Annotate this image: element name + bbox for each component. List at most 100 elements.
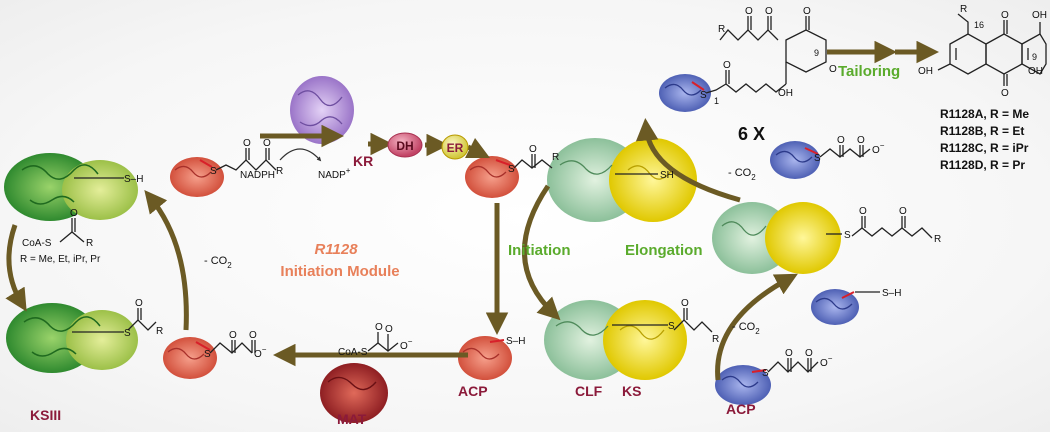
label-dh: DH (396, 139, 413, 153)
atom-r-acyl-center: R (552, 152, 559, 163)
arrow-elongation-up (715, 273, 798, 381)
label-kr: KR (353, 153, 373, 169)
label-r-options: R = Me, Et, iPr, Pr (20, 254, 101, 265)
atom-r-aq: R (960, 4, 967, 15)
atom-s-elongation: S (844, 230, 851, 241)
atom-s-ksiii: S (124, 328, 131, 339)
label-six-x: 6 X (738, 124, 765, 144)
atom-s-polyketide: S (700, 90, 707, 101)
chem-bonds (59, 13, 1047, 373)
er-badge (441, 134, 469, 160)
atom-o-malonyl-right-1: O (785, 348, 793, 359)
atom-r-elongation: R (934, 234, 941, 245)
label-ksiii-sh: S–H (124, 174, 143, 185)
atom-r-ks-bottom: R (712, 334, 719, 345)
atom-o-keto-2: O (263, 138, 271, 149)
acp-blue-malonyl (770, 141, 820, 179)
atom-r-keto: R (276, 166, 283, 177)
atom-r-pk: R (718, 24, 725, 35)
mat-protein (320, 363, 388, 423)
atom-ominus-malonyl: O− (254, 345, 267, 360)
arrow-decarboxylation-left (144, 190, 189, 331)
atom-s-acyl-center: S (508, 164, 515, 175)
minus-co2-right: - CO2 (732, 321, 760, 336)
clf-ks-protein-elongation (712, 202, 841, 274)
label-coa-s-acyl: CoA-S (22, 238, 52, 249)
label-acp-holo-sh: S–H (882, 288, 901, 299)
atom-o-pk-4: O (803, 6, 811, 17)
label-nadph: NADPH (240, 170, 275, 181)
label-elongation: Elongation (625, 242, 703, 259)
atom-o-ks-bottom: O (681, 298, 689, 309)
atom-o-pk-5: O (829, 64, 837, 75)
atom-o-malonyl-2: O (249, 330, 257, 341)
minus-co2-top: - CO2 (728, 167, 756, 182)
atom-ominus-malonyl-right: O− (820, 354, 833, 369)
acp-blue-top (659, 74, 711, 112)
product-r1128b: R1128B, R = Et (940, 124, 1024, 138)
module-subtitle: Initiation Module (280, 263, 399, 280)
label-ksiii: KSIII (30, 407, 61, 423)
acp-red-bottom-center (458, 336, 512, 380)
atom-o-elongation-1: O (859, 206, 867, 217)
atom-oh-aq-3: OH (1028, 66, 1043, 77)
label-acp-sh: S–H (506, 336, 525, 347)
atom-ominus-coa: O− (400, 337, 413, 352)
atom-o-pk-1: O (723, 60, 731, 71)
label-tailoring: Tailoring (838, 63, 900, 80)
label-c1: 1 (714, 96, 719, 106)
atom-o-malonyl-6x-1: O (837, 135, 845, 146)
label-c9-aq: 9 (1032, 52, 1037, 62)
atom-oh-aq-1: OH (1032, 10, 1047, 21)
atom-oh-aq-2: OH (918, 66, 933, 77)
atom-o-acyl-center: O (529, 144, 537, 155)
product-r1128c: R1128C, R = iPr (940, 141, 1029, 155)
arrow-elongation-back (635, 118, 741, 203)
ppant-arms (195, 81, 855, 373)
atom-o-coa-1: O (375, 322, 383, 333)
product-r1128a: R1128A, R = Me (940, 107, 1029, 121)
acp-red-bottom-left (163, 337, 217, 379)
atom-o-aq-2: O (1001, 88, 1009, 99)
label-acp-right: ACP (726, 401, 756, 417)
nadph-curve (279, 148, 322, 162)
product-r1128d: R1128D, R = Pr (940, 158, 1025, 172)
label-er: ER (447, 141, 464, 155)
module-name: R1128 (314, 241, 358, 258)
label-clf: CLF (575, 383, 603, 399)
atom-ominus-malonyl-6x: O− (872, 141, 885, 156)
dh-badge (387, 132, 423, 158)
ksiii-protein-bottom (6, 303, 138, 373)
acp-red-top-left (170, 157, 224, 197)
label-ks: KS (622, 383, 641, 399)
atom-o-elongation-2: O (899, 206, 907, 217)
label-initiation: Initiation (508, 242, 571, 259)
label-ks-sh: SH (660, 170, 674, 181)
clf-ks-protein-top (547, 138, 697, 222)
cycle-arrows (5, 40, 939, 381)
minus-co2-left: - CO2 (204, 255, 232, 270)
atom-o-pk-2: O (745, 6, 753, 17)
atom-s-keto: S (210, 166, 217, 177)
clf-ks-protein-bottom (544, 300, 687, 380)
arrow-er-acp (464, 137, 491, 159)
atom-o-malonyl-6x-2: O (857, 135, 865, 146)
label-c16: 16 (974, 20, 984, 30)
atom-r-ksiii: R (156, 326, 163, 337)
arrow-ksiii-loading (5, 224, 27, 312)
atom-o-coa-2: O (385, 324, 393, 335)
atom-o-malonyl-right-2: O (805, 348, 813, 359)
ksiii-protein-top (4, 153, 138, 221)
arrow-initiation-curve (521, 184, 561, 321)
atom-s-malonyl-6x: S (814, 153, 821, 164)
atom-o-malonyl-1: O (229, 330, 237, 341)
atom-r-acyl: R (86, 238, 93, 249)
atom-o-keto-1: O (243, 138, 251, 149)
atom-o-aq-1: O (1001, 10, 1009, 21)
label-coa-s-malonyl: CoA-S (338, 347, 368, 358)
atom-o-acyl: O (70, 208, 78, 219)
label-mat: MAT (337, 411, 367, 427)
label-acp-mid: ACP (458, 383, 488, 399)
